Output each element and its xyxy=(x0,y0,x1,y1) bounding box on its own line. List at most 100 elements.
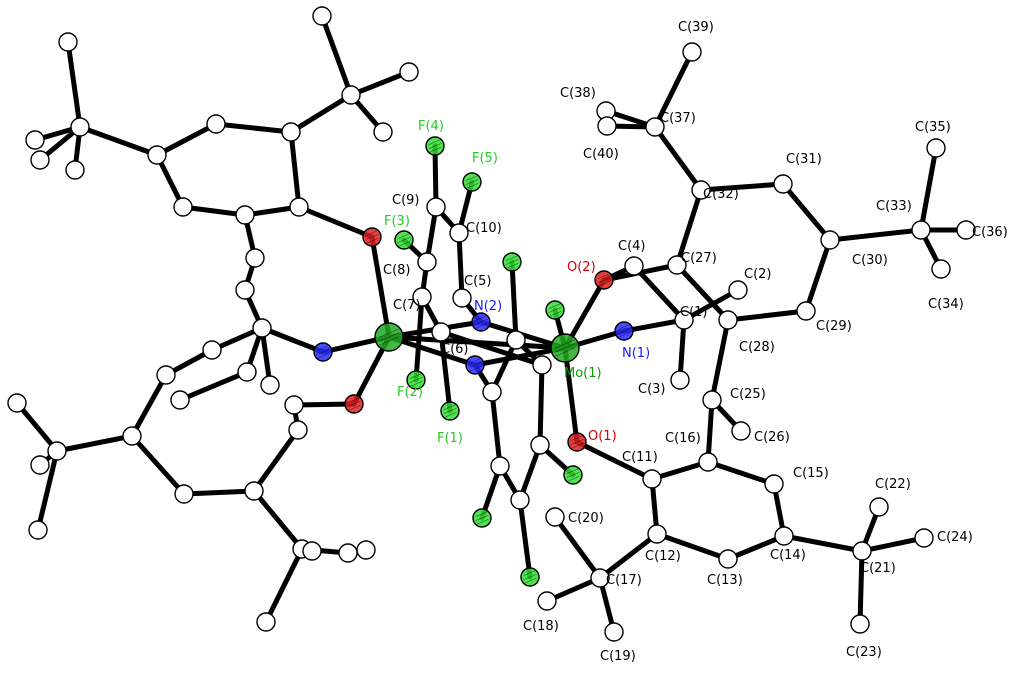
atoms-layer xyxy=(7,6,976,642)
bond-c17-c20 xyxy=(552,514,603,581)
bond-c32-c31 xyxy=(698,181,786,193)
atom-c34 xyxy=(931,259,951,279)
atom-c26 xyxy=(731,421,751,441)
label-c39: C(39) xyxy=(678,20,714,35)
hatch-o1 xyxy=(570,443,584,449)
bond-c6-cb5 xyxy=(438,329,545,368)
hatch-nb xyxy=(468,358,482,364)
label-n1: N(1) xyxy=(622,346,650,361)
label-c35: C(35) xyxy=(915,120,951,135)
bond-o1-mo1 xyxy=(562,345,580,445)
hatch-n2 xyxy=(474,315,488,321)
bond-l7-l6 xyxy=(154,121,219,158)
bond-l26-l27 xyxy=(181,488,257,497)
atom-c5 xyxy=(452,288,472,308)
label-c13: C(13) xyxy=(707,573,743,588)
label-c28: C(28) xyxy=(739,340,775,355)
label-c25: C(25) xyxy=(730,387,766,402)
label-c11: C(11) xyxy=(622,450,658,465)
hatch-nb xyxy=(468,362,482,368)
hatch-f5 xyxy=(465,179,479,185)
atom-c8 xyxy=(417,252,437,272)
atom-c39 xyxy=(682,42,702,62)
hatch-fx3 xyxy=(475,519,489,525)
atom-c29 xyxy=(796,301,816,321)
atom-l14 xyxy=(30,150,50,170)
atom-c23 xyxy=(850,614,870,634)
atom-l11 xyxy=(70,117,90,137)
bond-c27-c32 xyxy=(674,187,704,268)
atom-cb3 xyxy=(510,490,530,510)
atom-labels: C(39) C(38) C(37) C(40) C(35) C(31) C(32… xyxy=(383,20,1008,664)
label-f1: F(1) xyxy=(437,431,463,446)
bond-c13-c12 xyxy=(654,531,731,562)
bond-c1-c3 xyxy=(677,317,687,383)
hatch-fx5 xyxy=(566,468,580,474)
atom-l36 xyxy=(356,540,376,560)
hatch-o2 xyxy=(597,281,611,287)
hatch-f3 xyxy=(397,233,411,239)
atom-l28 xyxy=(122,426,142,446)
bond-l5-l3 xyxy=(288,92,354,135)
bond-c21-c23 xyxy=(857,548,865,627)
label-c24: C(24) xyxy=(937,530,973,545)
hatch-mol xyxy=(379,332,399,342)
hatch-fx5 xyxy=(566,472,580,478)
bond-c6-f1 xyxy=(438,329,453,414)
hatch-n1 xyxy=(617,332,631,338)
bond-cb3-cb4 xyxy=(517,442,543,503)
hatch-mo1 xyxy=(555,347,575,357)
bond-l6-l5 xyxy=(213,121,294,135)
hatch-f1 xyxy=(443,404,457,410)
bond-c31-c30 xyxy=(780,181,833,243)
atom-c9 xyxy=(426,197,446,217)
atom-l12 xyxy=(58,32,78,52)
label-c9: C(9) xyxy=(392,193,420,208)
bond-c12-c17 xyxy=(597,531,660,581)
atom-c14 xyxy=(774,526,794,546)
atom-l29 xyxy=(47,441,67,461)
atom-c15 xyxy=(764,474,784,494)
atom-c31 xyxy=(773,174,793,194)
atom-c32 xyxy=(691,180,711,200)
bond-c37-c32 xyxy=(652,124,704,193)
hatch-o2 xyxy=(597,277,611,283)
hatch-fx1 xyxy=(505,259,519,265)
label-c15: C(15) xyxy=(793,466,829,481)
hatch-fx2 xyxy=(548,303,562,309)
atom-l20 xyxy=(170,390,190,410)
atom-c6 xyxy=(431,322,451,342)
atom-l1 xyxy=(312,6,332,26)
atom-l26 xyxy=(244,481,264,501)
atom-l17 xyxy=(235,280,255,300)
atom-c40 xyxy=(597,116,617,136)
bond-c7-f2 xyxy=(413,294,425,383)
hatch-mo1 xyxy=(555,343,575,353)
atom-l16 xyxy=(245,248,265,268)
hatch-n1 xyxy=(617,324,631,330)
atom-l6 xyxy=(206,114,226,134)
atom-c11 xyxy=(642,469,662,489)
hatch-nl xyxy=(316,345,330,351)
atom-c21 xyxy=(852,541,872,561)
label-c17: C(17) xyxy=(606,573,642,588)
hatch-f1 xyxy=(443,408,457,414)
hatch-fx4 xyxy=(523,570,537,576)
hatch-f4 xyxy=(428,139,442,145)
label-c5: C(5) xyxy=(464,274,492,289)
label-c34: C(34) xyxy=(928,297,964,312)
label-c33: C(33) xyxy=(876,199,912,214)
atom-l23 xyxy=(260,375,280,395)
hatch-fx5 xyxy=(566,476,580,482)
atom-c25 xyxy=(702,390,722,410)
label-c19: C(19) xyxy=(600,649,636,664)
atom-c20 xyxy=(545,507,565,527)
hatch-nl xyxy=(316,349,330,355)
bond-ol2-l25 xyxy=(291,401,357,408)
label-mo1: Mo(1) xyxy=(564,366,602,381)
atom-c18 xyxy=(537,591,557,611)
hatch-f2 xyxy=(409,381,423,387)
hatch-ol1 xyxy=(365,230,379,236)
bond-l5-l10 xyxy=(288,129,302,210)
atom-l37 xyxy=(302,541,322,561)
